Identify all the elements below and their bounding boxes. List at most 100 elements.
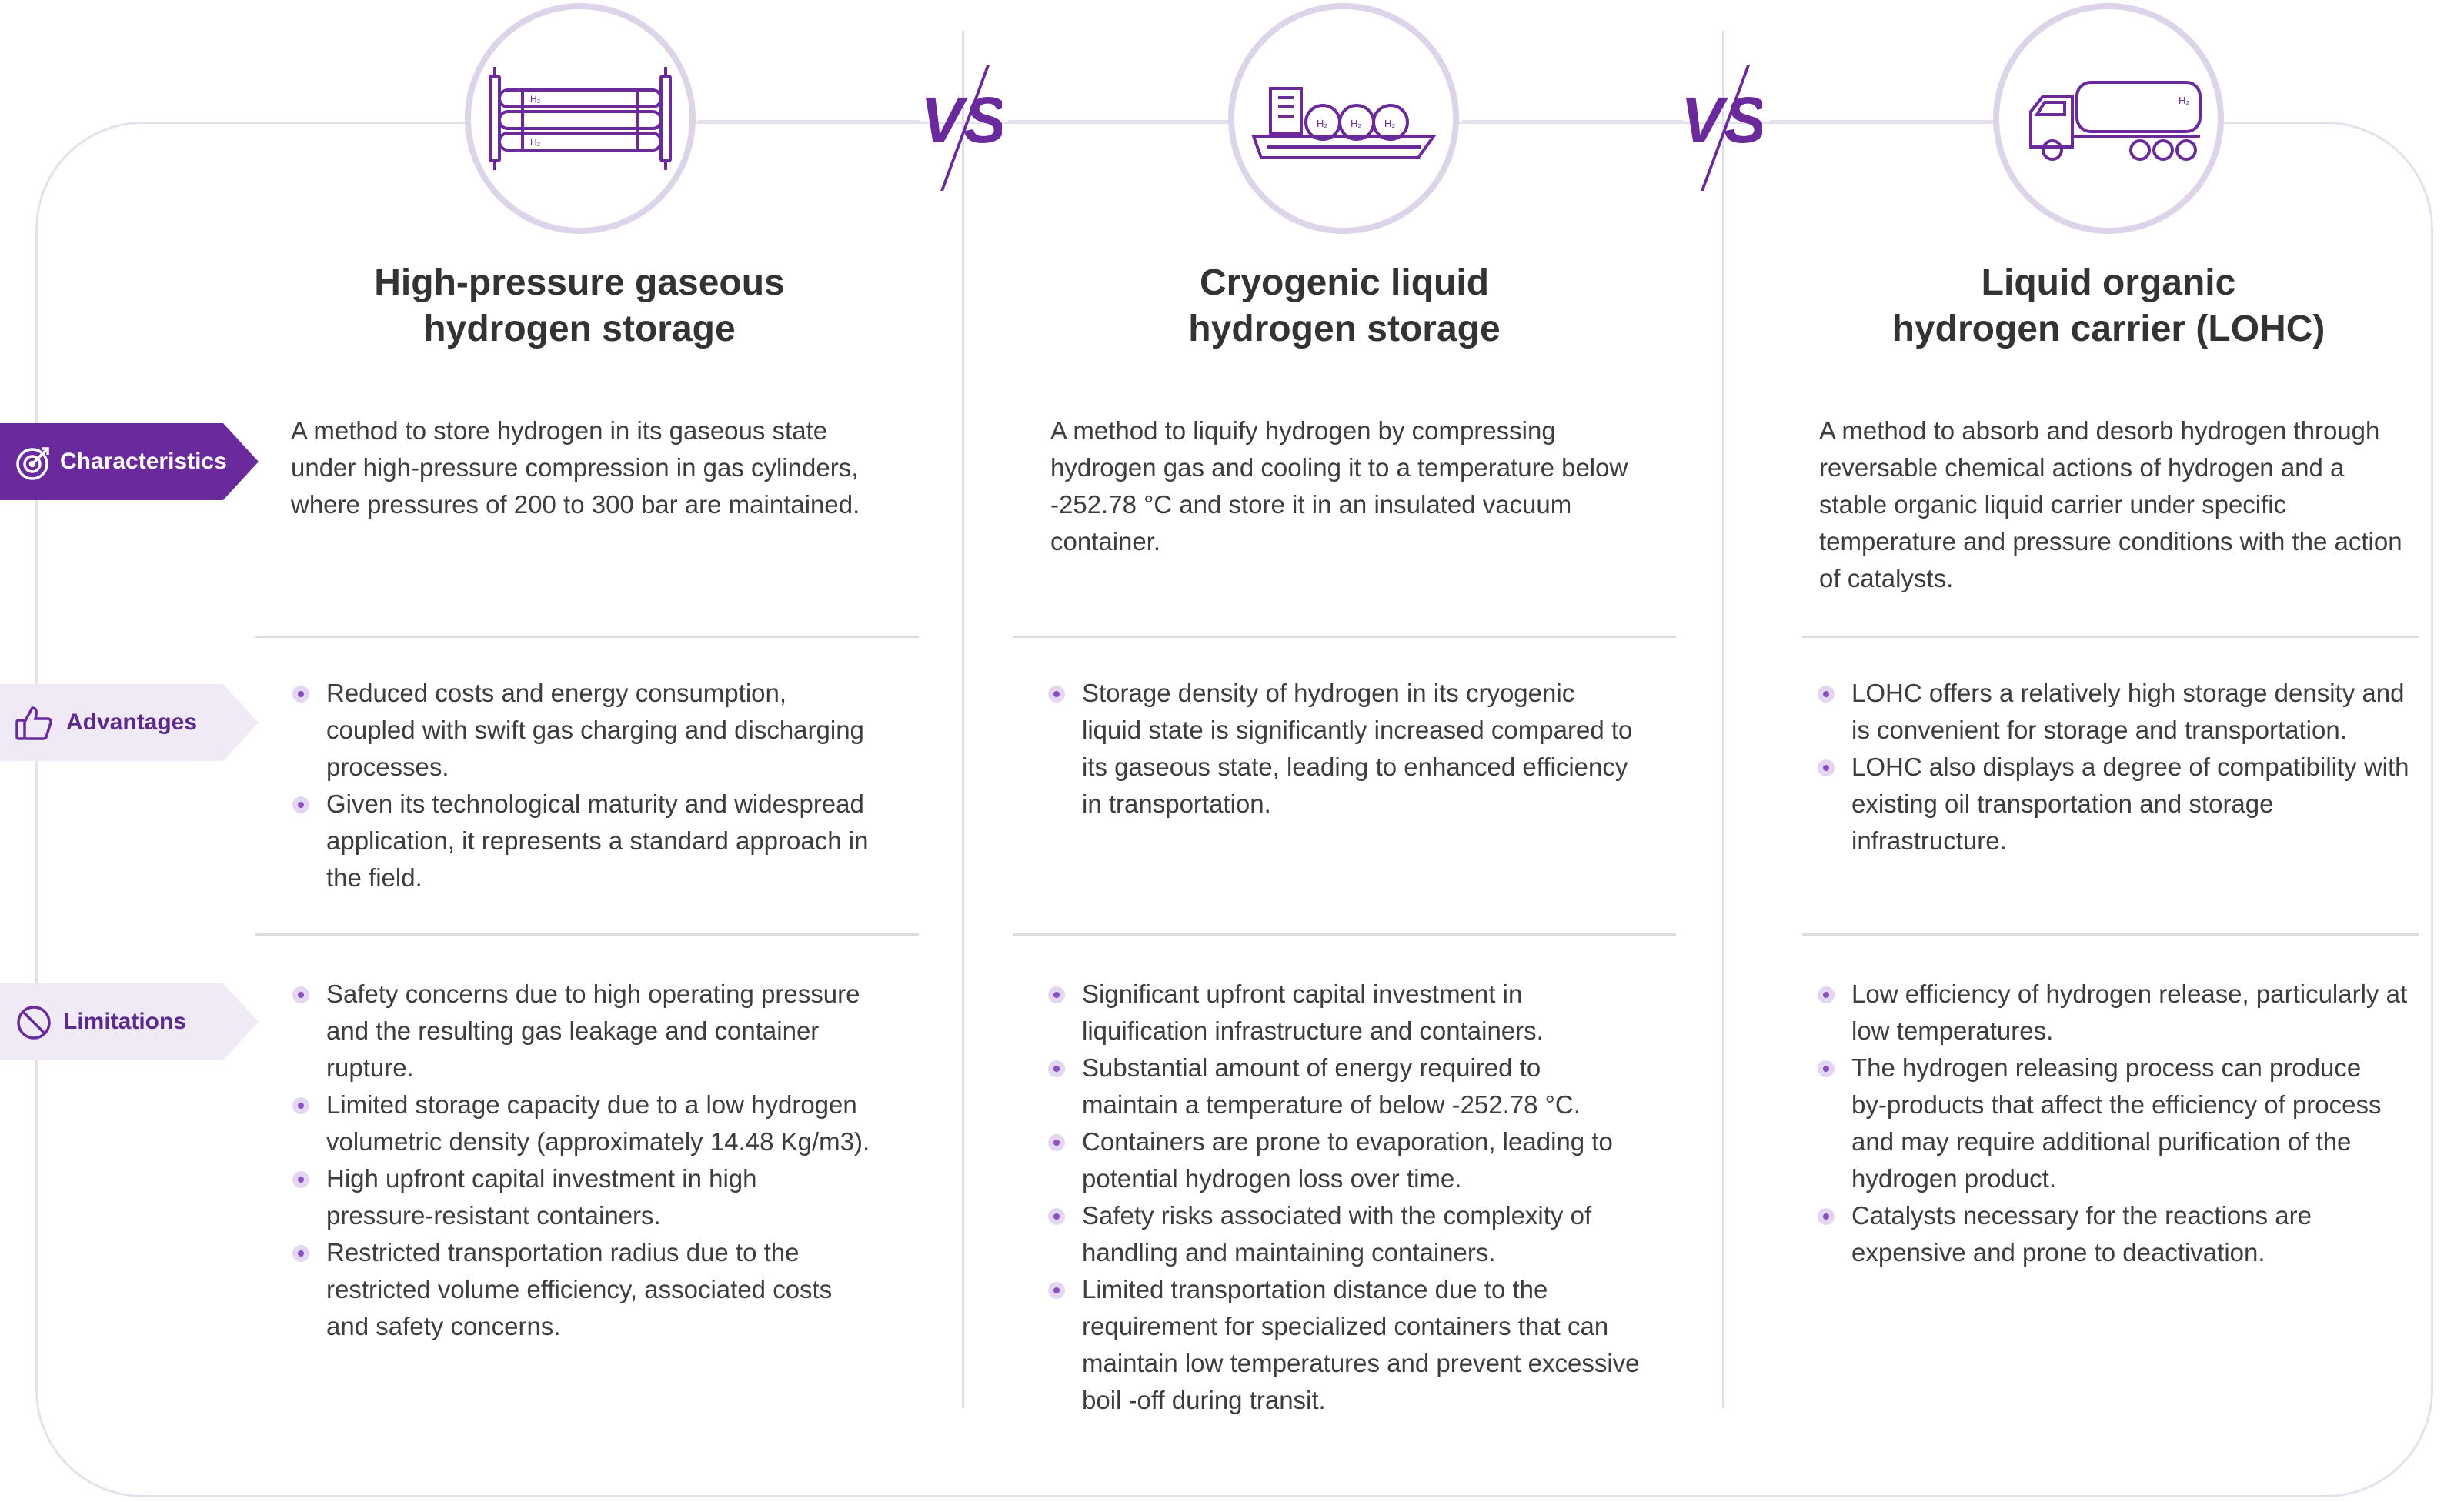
- vs-mark: VS: [1685, 65, 1762, 191]
- bullet-icon: [1048, 1282, 1065, 1299]
- bullet-icon: [292, 1171, 309, 1188]
- row-label-characteristics: Characteristics: [0, 423, 259, 500]
- text-line: where pressures of 200 to 300 bar are ma…: [291, 490, 860, 519]
- text-line: stable organic liquid carrier under spec…: [1819, 490, 2287, 519]
- text-line: liquification infrastructure and contain…: [1082, 1016, 1544, 1045]
- bullet-icon: [1818, 759, 1835, 776]
- tanker-ship-icon: H₂ H₂ H₂: [1228, 3, 1459, 234]
- limitations-list: Significant upfront capital investment i…: [1048, 976, 1694, 1419]
- text-line: pressure-resistant containers.: [326, 1201, 661, 1230]
- advantages-list: Reduced costs and energy consumption, co…: [292, 675, 923, 896]
- advantages-list: Storage density of hydrogen in its cryog…: [1048, 675, 1694, 823]
- text-line: A method to store hydrogen in its gaseou…: [291, 416, 828, 445]
- text-line: Safety risks associated with the complex…: [1082, 1201, 1592, 1230]
- text-line: and the resulting gas leakage and contai…: [326, 1016, 820, 1045]
- svg-text:H₂: H₂: [2179, 95, 2189, 106]
- text-line: handling and maintaining containers.: [1082, 1238, 1496, 1267]
- list-item: Low efficiency of hydrogen release, part…: [1818, 976, 2441, 1050]
- text-line: restricted volume efficiency, associated…: [326, 1275, 833, 1303]
- svg-text:H₂: H₂: [530, 94, 541, 105]
- text-line: High upfront capital investment in high: [326, 1164, 757, 1193]
- list-item: Catalysts necessary for the reactions ar…: [1818, 1197, 2441, 1271]
- text-line: by-products that affect the efficiency o…: [1851, 1090, 2382, 1119]
- text-line: Storage density of hydrogen in its cryog…: [1082, 679, 1575, 707]
- text-line: infrastructure.: [1851, 826, 2007, 855]
- title-line: High-pressure gaseous: [374, 262, 785, 303]
- text-line: hydrogen product.: [1851, 1164, 2057, 1193]
- text-line: its gaseous state, leading to enhanced e…: [1082, 753, 1628, 781]
- row-label-text: Limitations: [63, 1009, 187, 1034]
- title-line: hydrogen storage: [1188, 309, 1501, 349]
- text-line: Containers are prone to evaporation, lea…: [1082, 1127, 1613, 1156]
- vs-mark: VS: [925, 65, 1002, 191]
- row-divider: [1013, 636, 1676, 638]
- row-divider: [1802, 933, 2419, 936]
- row-label-text: Advantages: [66, 709, 198, 735]
- bullet-icon: [1048, 1060, 1065, 1077]
- label-tab: [0, 983, 259, 1060]
- bullet-icon: [292, 686, 309, 703]
- column-title: High-pressure gaseous hydrogen storage: [310, 260, 849, 352]
- row-label-advantages: Advantages: [0, 684, 259, 761]
- text-line: under high-pressure compression in gas c…: [291, 453, 859, 482]
- characteristics-text: A method to liquify hydrogen by compress…: [1050, 412, 1697, 560]
- column-title: Liquid organic hydrogen carrier (LOHC): [1839, 260, 2378, 352]
- title-line: hydrogen carrier (LOHC): [1891, 309, 2325, 349]
- bullet-icon: [292, 1097, 309, 1114]
- tanker-truck-icon: H₂: [1993, 3, 2224, 234]
- text-line: in transportation.: [1082, 789, 1271, 818]
- list-item: Safety risks associated with the complex…: [1048, 1197, 1694, 1271]
- text-line: A method to liquify hydrogen by compress…: [1050, 416, 1556, 445]
- connector-line: [1462, 120, 1684, 122]
- target-icon: [16, 447, 49, 480]
- text-line: -252.78 °C and store it in an insulated …: [1050, 490, 1572, 519]
- bullet-icon: [1818, 986, 1835, 1003]
- bullet-icon: [292, 1245, 309, 1262]
- list-item: Storage density of hydrogen in its cryog…: [1048, 675, 1694, 823]
- svg-text:H₂: H₂: [1351, 118, 1361, 129]
- advantages-list: LOHC offers a relatively high storage de…: [1818, 675, 2441, 859]
- text-line: rupture.: [326, 1053, 414, 1082]
- list-item: Safety concerns due to high operating pr…: [292, 976, 923, 1086]
- list-item: Substantial amount of energy required to…: [1048, 1050, 1694, 1123]
- text-line: reversable chemical actions of hydrogen …: [1819, 453, 2345, 482]
- prohibited-icon: [17, 1006, 51, 1040]
- limitations-list: Low efficiency of hydrogen release, part…: [1818, 976, 2441, 1271]
- connector-line: [1770, 120, 1993, 122]
- text-line: hydrogen gas and cooling it to a tempera…: [1050, 453, 1628, 482]
- text-line: Limited storage capacity due to a low hy…: [326, 1090, 857, 1119]
- thumbs-up-icon: [15, 706, 52, 740]
- text-line: Given its technological maturity and wid…: [326, 789, 864, 818]
- text-line: Safety concerns due to high operating pr…: [326, 980, 860, 1008]
- svg-text:H₂: H₂: [1317, 118, 1327, 129]
- list-item: Given its technological maturity and wid…: [292, 786, 923, 896]
- bullet-icon: [292, 796, 309, 813]
- text-line: LOHC offers a relatively high storage de…: [1851, 679, 2405, 707]
- text-line: application, it represents a standard ap…: [326, 826, 869, 855]
- limitations-list: Safety concerns due to high operating pr…: [292, 976, 923, 1345]
- list-item: Containers are prone to evaporation, lea…: [1048, 1123, 1694, 1197]
- list-item: Limited storage capacity due to a low hy…: [292, 1086, 923, 1160]
- connector-line: [1008, 120, 1231, 122]
- bullet-icon: [1818, 686, 1835, 703]
- list-item: Significant upfront capital investment i…: [1048, 976, 1694, 1050]
- bullet-icon: [1048, 1208, 1065, 1225]
- title-line: Cryogenic liquid: [1199, 262, 1490, 303]
- row-divider: [255, 933, 919, 936]
- bullet-icon: [292, 986, 309, 1003]
- list-item: Limited transportation distance due to t…: [1048, 1271, 1694, 1419]
- text-line: processes.: [326, 753, 449, 781]
- text-line: expensive and prone to deactivation.: [1851, 1238, 2265, 1267]
- text-line: Reduced costs and energy consumption,: [326, 679, 787, 707]
- text-line: and safety concerns.: [326, 1312, 561, 1340]
- text-line: liquid state is significantly increased …: [1082, 716, 1633, 744]
- text-line: container.: [1050, 527, 1161, 556]
- text-line: boil -off during transit.: [1082, 1386, 1326, 1414]
- list-item: The hydrogen releasing process can produ…: [1818, 1050, 2441, 1197]
- column-separator: [1722, 31, 1724, 1408]
- text-line: LOHC also displays a degree of compatibi…: [1851, 753, 2409, 781]
- text-line: A method to absorb and desorb hydrogen t…: [1819, 416, 2380, 445]
- title-line: Liquid organic: [1981, 262, 2236, 303]
- text-line: of catalysts.: [1819, 564, 1954, 592]
- label-tab: [0, 684, 259, 761]
